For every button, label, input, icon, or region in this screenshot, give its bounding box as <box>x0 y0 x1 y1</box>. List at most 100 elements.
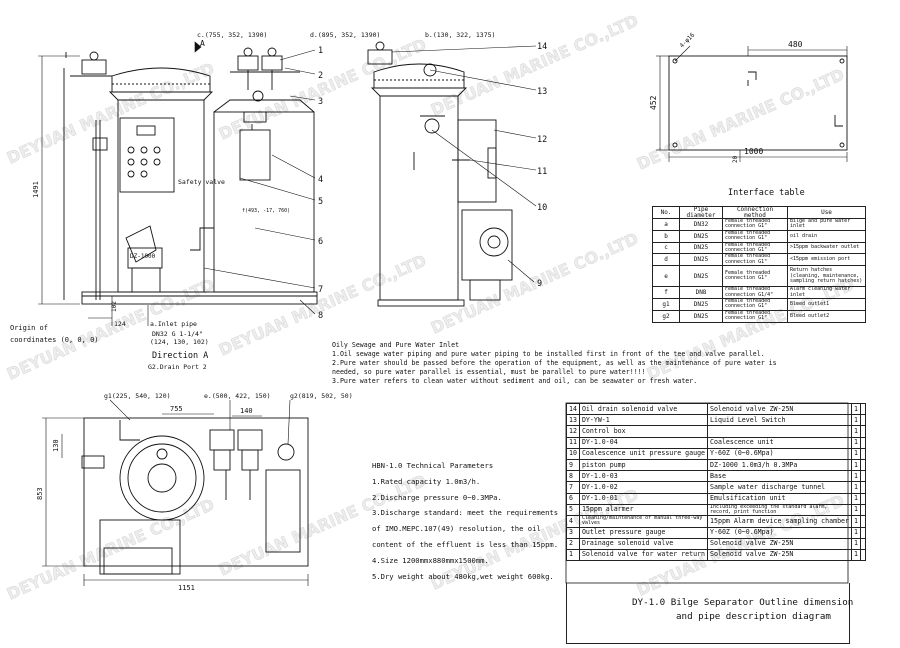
dimension-853: 853 <box>36 487 44 500</box>
inlet-label-2: DN32 G 1-1/4" <box>152 330 203 338</box>
item-number-4: 4 <box>318 175 323 185</box>
cell-blank <box>859 447 866 460</box>
cell-no: g2 <box>652 309 680 323</box>
coord-f-label: f(493, -17, 760) <box>242 208 290 214</box>
coord-e-label: e.(500, 422, 150) <box>204 392 271 400</box>
dimension-102: 102 <box>111 301 118 312</box>
cell-item-no: 4 <box>566 515 580 528</box>
cell-item-name: DY-1.0-03 <box>578 470 709 483</box>
cell-item-spec: Coalescence unit <box>707 436 852 449</box>
cell-item-name: piston pump <box>578 458 709 472</box>
item-number-1: 1 <box>318 46 323 56</box>
cell-blank <box>859 402 866 416</box>
cell-connection: Female threaded connection G1" <box>722 218 788 231</box>
dimension-20: 20 <box>732 155 739 163</box>
cell-blank <box>859 470 866 483</box>
cell-item-no: 11 <box>566 436 580 449</box>
drawing-title: DY-1.0 Bilge Separator Outline dimension… <box>632 596 853 624</box>
dimension-1000: 1000 <box>744 147 763 156</box>
cell-pipe-diameter: DN25 <box>679 253 723 267</box>
params-line-6: 4.Size 1200mmx880mmx1500mm. <box>372 555 489 565</box>
cell-item-qty: 1 <box>850 492 861 505</box>
notes-line-3: needed, so pure water parallel is essent… <box>332 368 646 376</box>
cell-pipe-diameter: DN8 <box>679 286 723 300</box>
cell-blank <box>859 436 866 449</box>
cell-use: Return hatches (cleaning, maintenance, s… <box>787 265 866 288</box>
header-use: Use <box>787 206 866 219</box>
cell-blank <box>859 515 866 528</box>
cell-item-spec: Base <box>707 470 852 483</box>
cell-item-qty: 1 <box>850 425 861 438</box>
item-number-14: 14 <box>537 42 547 52</box>
title-block <box>566 583 850 644</box>
cell-blank <box>859 425 866 438</box>
cell-use: >15ppm backwater outlet <box>787 241 866 255</box>
cell-item-no: 10 <box>566 447 580 460</box>
cell-connection: Female threaded connection G1" <box>722 241 788 255</box>
cell-item-spec: Solenoid valve ZW-25N <box>707 548 852 562</box>
cell-item-spec: Sample water discharge tunnel <box>707 481 852 494</box>
drawing-title-line-1: DY-1.0 Bilge Separator Outline dimension <box>632 597 854 608</box>
cell-pipe-diameter: DN25 <box>679 241 723 255</box>
cell-item-no: 2 <box>566 537 580 550</box>
technical-parameters: HBN-1.0 Technical Parameters 1.Rated cap… <box>372 458 558 584</box>
cell-item-qty: 1 <box>850 436 861 449</box>
header-no: No. <box>652 206 680 219</box>
cell-item-name: DY-1.0-01 <box>578 492 709 505</box>
cell-connection: Female threaded connection G1" <box>722 298 788 311</box>
dimension-452: 452 <box>649 95 658 110</box>
header-pipe-diameter: Pipe diameter <box>679 206 723 219</box>
header-connection-method: Connection method <box>722 206 788 219</box>
cell-item-no: 14 <box>566 402 580 416</box>
plan-view <box>42 399 309 586</box>
notes-line-4: 3.Pure water refers to clean water witho… <box>332 377 698 385</box>
item-number-5: 5 <box>318 197 323 207</box>
item-number-9: 9 <box>537 279 542 289</box>
watermark-4: DEYUAN MARINE CO.,LTD <box>634 65 847 174</box>
params-title: HBN-1.0 Technical Parameters <box>372 461 494 470</box>
cell-item-spec: Including exceeding the standard alarm, … <box>707 503 852 517</box>
cell-connection: Female threaded connection G1" <box>722 253 788 267</box>
cell-no: g1 <box>652 298 680 311</box>
cell-item-qty: 1 <box>850 503 861 517</box>
coord-g2-label: g2(819, 502, 50) <box>290 392 353 400</box>
direction-arrow-label: A <box>200 39 205 48</box>
dimension-1151: 1151 <box>178 584 195 592</box>
cell-item-qty: 1 <box>850 402 861 416</box>
cell-item-spec: Solenoid valve ZW-25N <box>707 402 852 416</box>
coord-g1-label: g1(225, 540, 120) <box>104 392 171 400</box>
cell-item-no: 12 <box>566 425 580 438</box>
hole-size-label: 4-φ16 <box>678 31 696 49</box>
cell-connection: Female threaded connection G1" <box>722 229 788 243</box>
item-number-8: 8 <box>318 311 323 321</box>
cell-item-no: 9 <box>566 458 580 472</box>
cell-item-qty: 1 <box>850 447 861 460</box>
cell-connection: Female threaded connection G1" <box>722 265 788 288</box>
params-line-4: of IMO.MEPC.107(49) resolution, the oil <box>372 524 541 534</box>
dimension-124: 124 <box>114 320 126 328</box>
item-number-3: 3 <box>318 97 323 107</box>
item-number-11: 11 <box>537 167 547 177</box>
cell-connection: Female threaded connection G1/4" <box>722 286 788 300</box>
item-number-7: 7 <box>318 285 323 295</box>
cell-use: Bleed outlet1 <box>787 298 866 311</box>
cell-item-spec: DZ-1000 1.0m3/h 0.3MPa <box>707 458 852 472</box>
params-line-5: content of the effluent is less than 15p… <box>372 539 559 549</box>
item-number-12: 12 <box>537 135 547 145</box>
cell-blank <box>859 481 866 494</box>
